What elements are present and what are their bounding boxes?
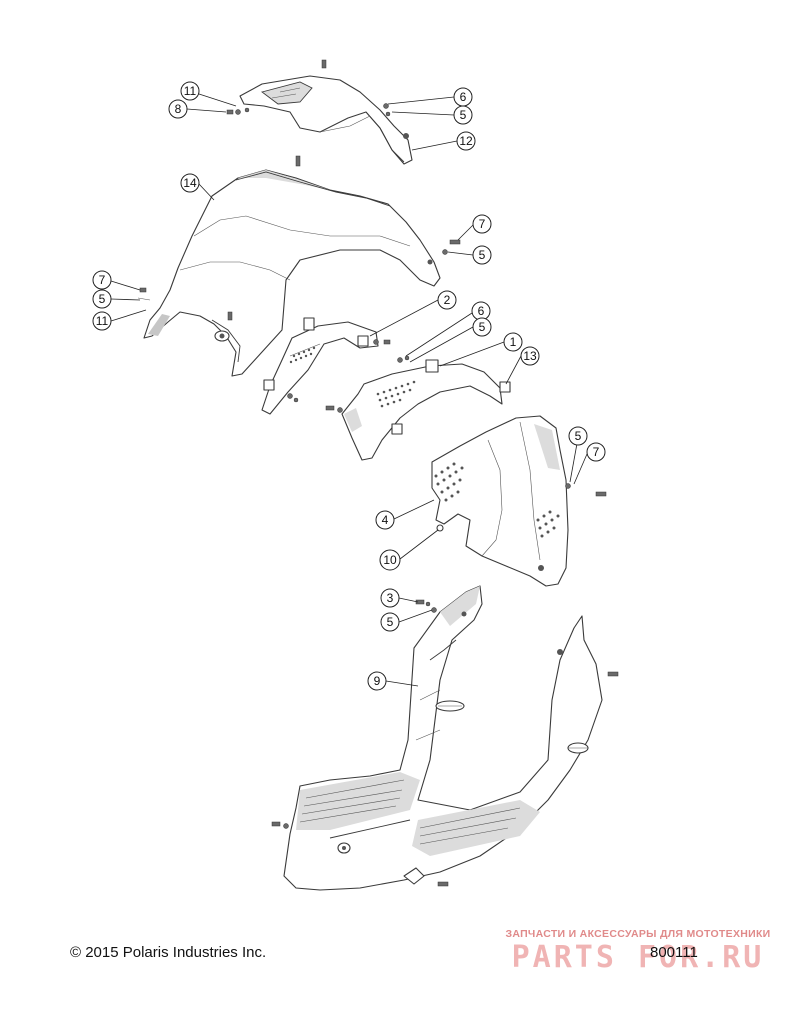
copyright-text: © 2015 Polaris Industries Inc. bbox=[70, 944, 267, 961]
side-panel-part bbox=[341, 359, 511, 461]
callout-label: 5 bbox=[99, 292, 106, 306]
callout-label: 7 bbox=[593, 445, 600, 459]
callout-9: 9 bbox=[367, 671, 387, 691]
callout-label: 12 bbox=[459, 134, 473, 148]
callout-1: 1 bbox=[503, 332, 523, 352]
callout-5-mid: 5 bbox=[472, 317, 492, 337]
callout-bubbles: 11 8 6 5 12 14 7 5 7 5 11 2 6 5 1 13 5 7… bbox=[92, 81, 606, 691]
callout-3: 3 bbox=[380, 588, 400, 608]
callout-label: 10 bbox=[383, 553, 397, 567]
callout-label: 13 bbox=[523, 349, 537, 363]
callout-8: 8 bbox=[168, 99, 188, 119]
callout-label: 2 bbox=[444, 293, 451, 307]
lower-fairing-part bbox=[283, 585, 603, 891]
callout-6-top: 6 bbox=[453, 87, 473, 107]
callout-label: 5 bbox=[479, 248, 486, 262]
callout-11-top: 11 bbox=[180, 81, 200, 101]
callout-label: 5 bbox=[387, 615, 394, 629]
bracket-part bbox=[261, 317, 379, 415]
callout-label: 14 bbox=[183, 176, 197, 190]
callout-label: 4 bbox=[382, 513, 389, 527]
callout-label: 5 bbox=[479, 320, 486, 334]
callout-13: 13 bbox=[520, 346, 540, 366]
callout-5-right: 5 bbox=[472, 245, 492, 265]
callout-7-fairing: 7 bbox=[586, 442, 606, 462]
callout-6-mid: 6 bbox=[471, 301, 491, 321]
callout-label: 6 bbox=[478, 304, 485, 318]
callout-2: 2 bbox=[437, 290, 457, 310]
callout-7-left: 7 bbox=[92, 270, 112, 290]
callout-label: 5 bbox=[575, 429, 582, 443]
watermark: ЗАПЧАСТИ И АКСЕССУАРЫ ДЛЯ МОТОТЕХНИКИ PA… bbox=[488, 928, 788, 978]
watermark-tagline: ЗАПЧАСТИ И АКСЕССУАРЫ ДЛЯ МОТОТЕХНИКИ bbox=[505, 928, 771, 940]
callout-label: 8 bbox=[175, 102, 182, 116]
callout-12: 12 bbox=[456, 131, 476, 151]
callout-label: 3 bbox=[387, 591, 394, 605]
front-fairing-part bbox=[431, 415, 569, 587]
callout-label: 11 bbox=[96, 314, 109, 328]
leader-lines bbox=[110, 93, 588, 687]
callout-14: 14 bbox=[180, 173, 200, 193]
callout-5-top: 5 bbox=[453, 105, 473, 125]
callout-4: 4 bbox=[375, 510, 395, 530]
callout-5-lower: 5 bbox=[380, 612, 400, 632]
callout-7-right: 7 bbox=[472, 214, 492, 234]
callout-label: 5 bbox=[460, 108, 467, 122]
callout-11-left: 11 bbox=[92, 311, 112, 331]
watermark-brand: PARTS FOR.RU bbox=[511, 940, 765, 975]
headlight-cowl-part bbox=[143, 169, 441, 377]
callout-5-fairing: 5 bbox=[568, 426, 588, 446]
callout-label: 7 bbox=[479, 217, 486, 231]
callout-label: 1 bbox=[510, 335, 517, 349]
diagram-number: 800111 bbox=[650, 944, 698, 961]
callout-label: 9 bbox=[374, 674, 381, 688]
callout-label: 6 bbox=[460, 90, 467, 104]
callout-label: 7 bbox=[99, 273, 106, 287]
callout-10: 10 bbox=[379, 549, 401, 571]
top-cowl-part bbox=[239, 75, 413, 165]
callout-label: 11 bbox=[184, 84, 197, 98]
callout-5-left: 5 bbox=[92, 289, 112, 309]
